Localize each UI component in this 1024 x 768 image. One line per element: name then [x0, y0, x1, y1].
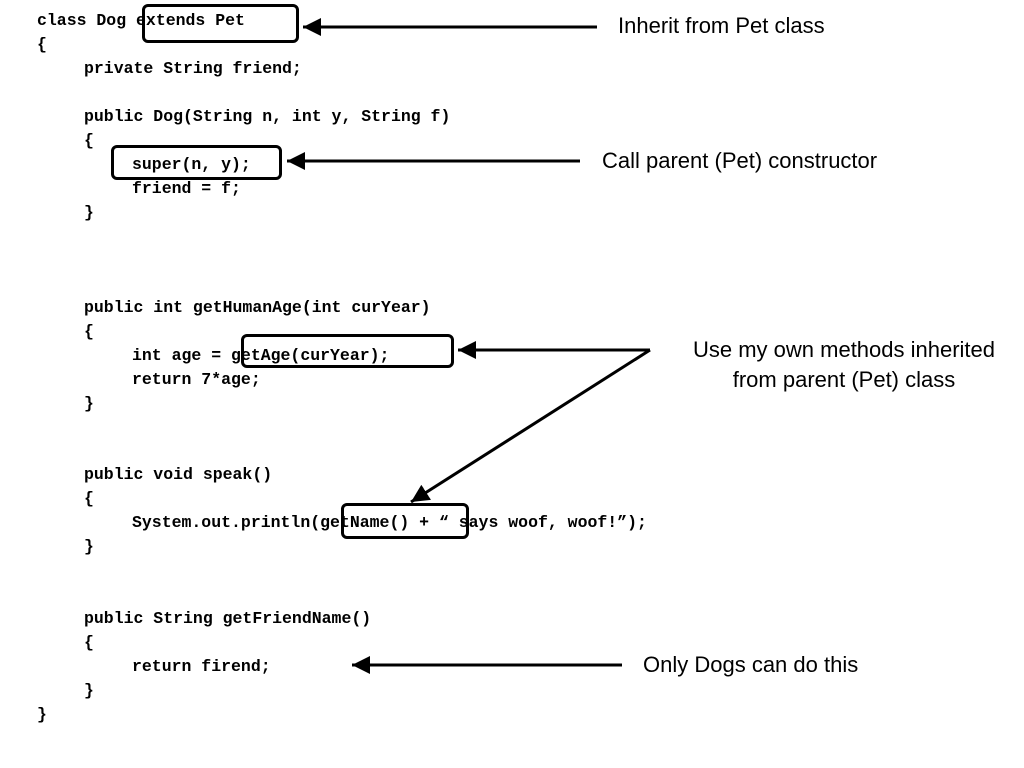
code-line-getfriendname-signature: public String getFriendName(): [84, 609, 372, 628]
highlight-extends-pet: [142, 4, 299, 43]
highlight-super-call: [111, 145, 282, 180]
code-line-speak-close-brace: }: [84, 537, 94, 556]
highlight-getage-call: [241, 334, 454, 368]
code-line-return-friend: return firend;: [132, 657, 271, 676]
code-line-class-close-brace: }: [37, 705, 47, 724]
code-line-getfriendname-close-brace: }: [84, 681, 94, 700]
code-line-friend-field: private String friend;: [84, 59, 302, 78]
code-line-friend-assign: friend = f;: [132, 179, 241, 198]
note-own-methods-line1: Use my own methods inherited: [692, 337, 996, 362]
code-line-gethumanage-close-brace: }: [84, 394, 94, 413]
code-line-gethumanage-open-brace: {: [84, 322, 94, 341]
code-line-constructor-signature: public Dog(String n, int y, String f): [84, 107, 451, 126]
code-line-getage-call: int age = getAge(curYear);: [132, 346, 390, 365]
note-only-dogs: Only Dogs can do this: [643, 652, 859, 677]
note-call-parent: Call parent (Pet) constructor: [602, 148, 878, 173]
highlight-getname-call: [341, 503, 469, 539]
code-line-speak-signature: public void speak(): [84, 465, 273, 484]
code-line-constructor-open-brace: {: [84, 131, 94, 150]
code-line-return-age: return 7*age;: [132, 370, 261, 389]
note-inherit: Inherit from Pet class: [618, 13, 825, 38]
code-line-constructor-close-brace: }: [84, 203, 94, 222]
arrow-own-methods-getname: [410, 348, 651, 504]
code-line-speak-open-brace: {: [84, 489, 94, 508]
code-line-class-open-brace: {: [37, 35, 47, 54]
code-line-class-declaration: class Dog extends Pet: [37, 11, 245, 30]
code-line-super-call: super(n, y);: [132, 155, 251, 174]
note-own-methods-line2: from parent (Pet) class: [732, 367, 956, 392]
code-line-getfriendname-open-brace: {: [84, 633, 94, 652]
code-line-gethumanage-signature: public int getHumanAge(int curYear): [84, 298, 431, 317]
